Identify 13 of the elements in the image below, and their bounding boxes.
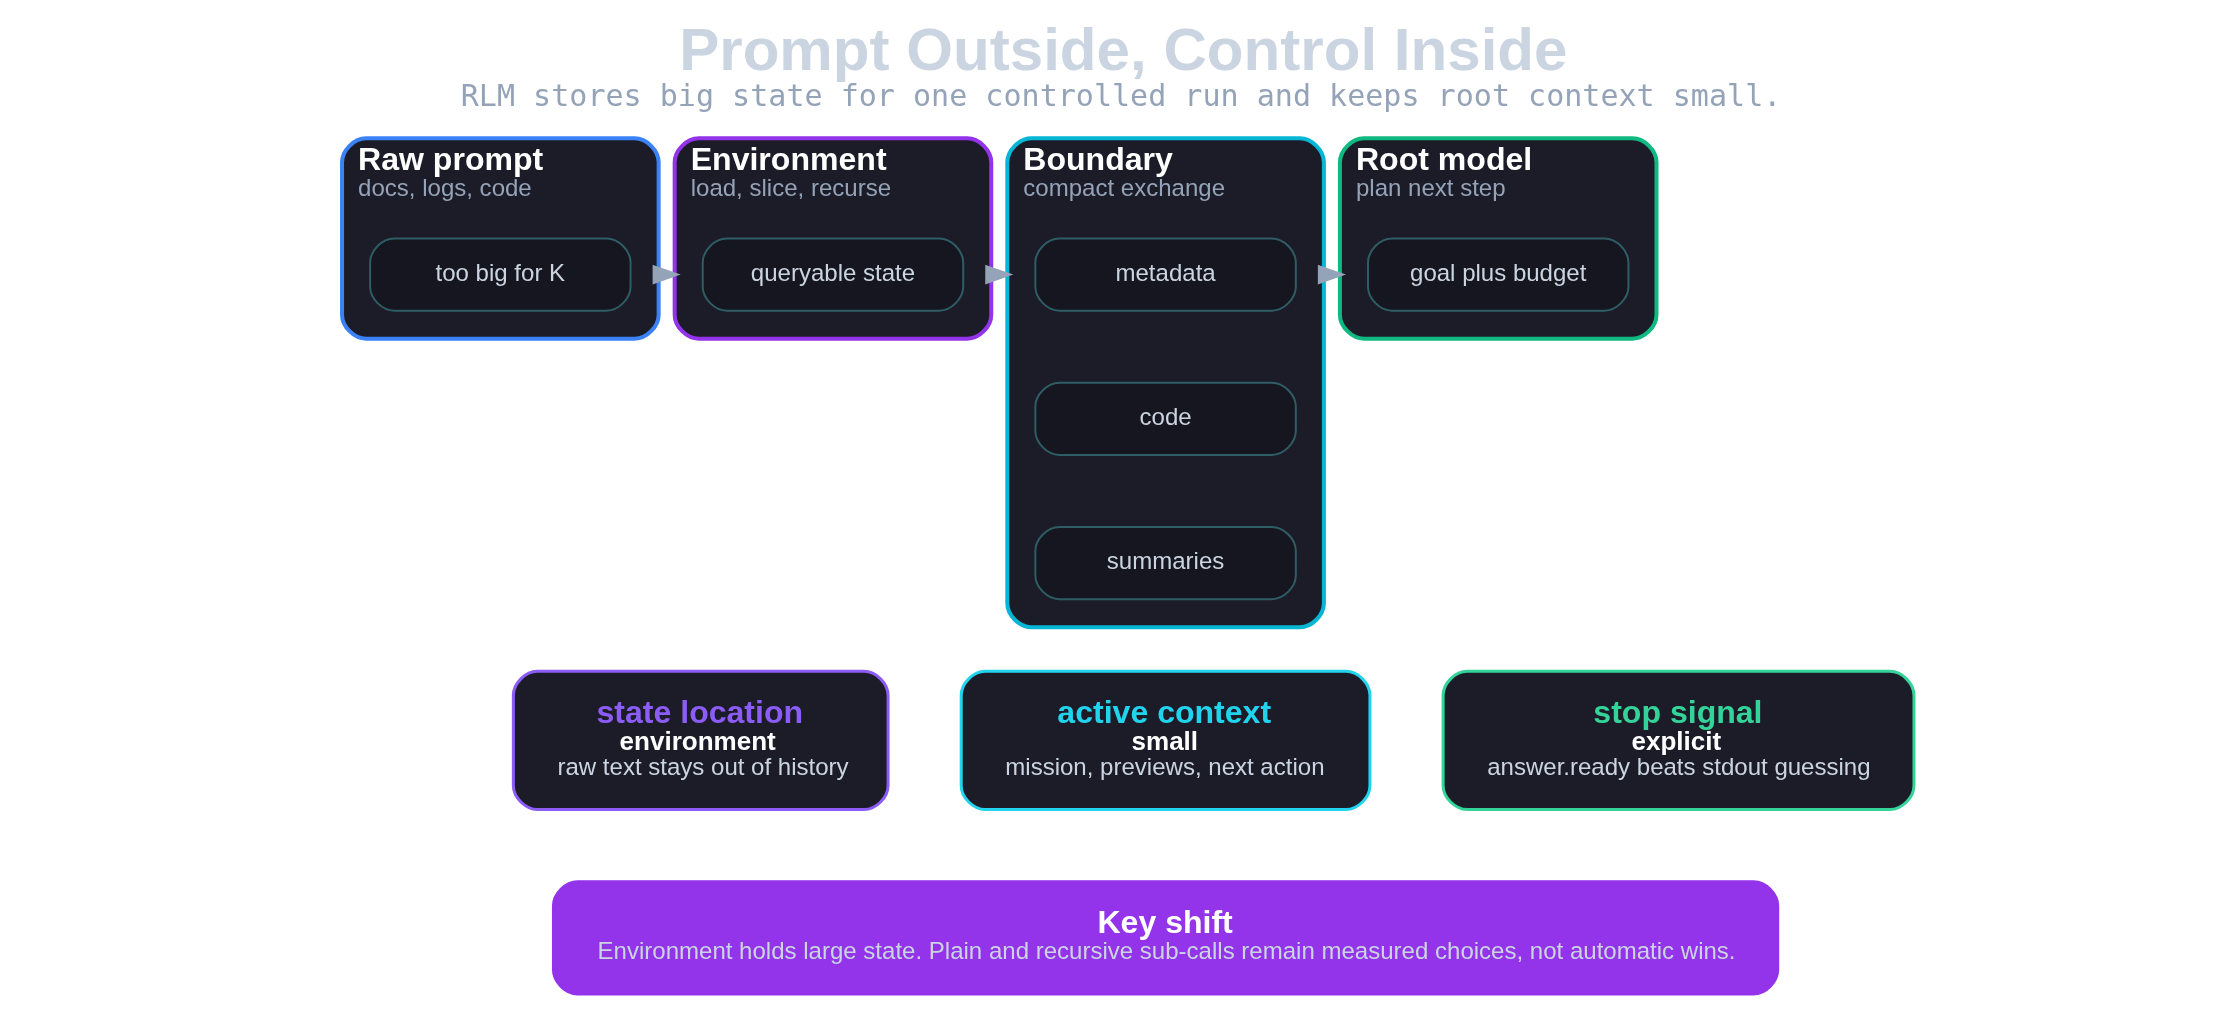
node-box: goal plus budget [1366,237,1630,312]
node-box: code [1034,381,1297,456]
node-box: queryable state [701,237,965,312]
node-box: stop signal explicit answer.ready beats stdout guessing [1441,669,1916,812]
node-box: state location environment raw text stays out of history [511,669,890,812]
node-box: active context small mission, previews, next action [959,669,1372,812]
arrow [1317,264,1346,285]
node-box: too big for K [369,237,632,312]
node-box: summaries [1034,526,1297,601]
node-box: metadata [1034,237,1297,312]
arrow [985,264,1014,285]
node-box: Key shift Environment holds large state. Plain and recursive sub-calls remain measured choices, not automatic wins. [551,880,1780,996]
arrow [652,264,681,285]
